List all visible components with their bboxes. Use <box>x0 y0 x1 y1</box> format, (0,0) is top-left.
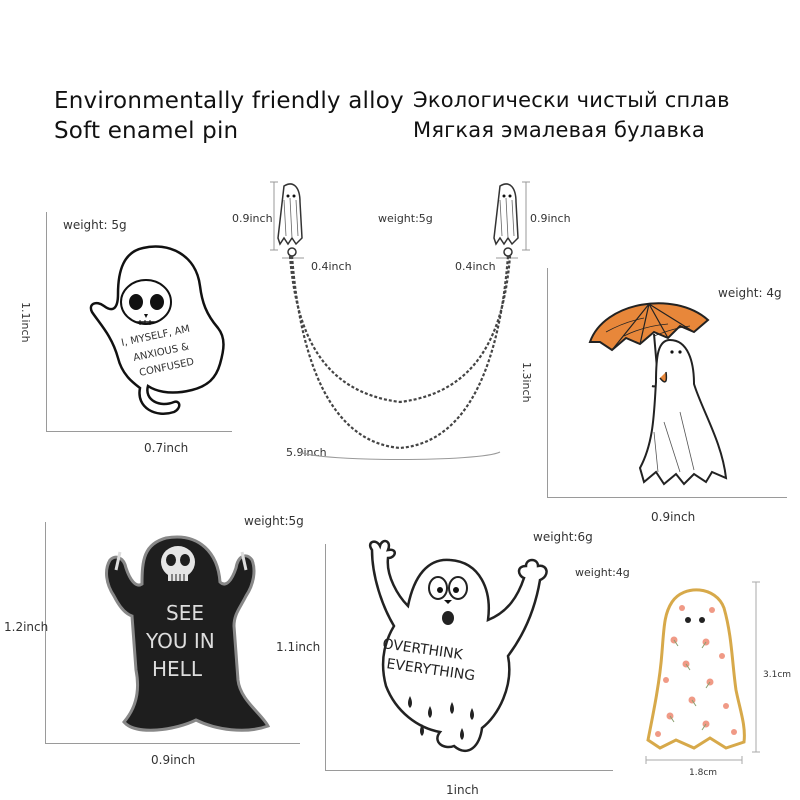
dimension-line-vertical <box>45 522 46 744</box>
header-en-line1: Environmentally friendly alloy <box>54 88 404 114</box>
weight-label: weight:4g <box>575 566 630 579</box>
height-label: 1.1inch <box>276 640 321 654</box>
weight-label: weight:6g <box>533 530 593 544</box>
umbrella-ghost-pin <box>584 292 734 492</box>
chain-ghosts-pin <box>260 180 550 470</box>
width-label: 0.9inch <box>651 510 696 524</box>
height-label: 1.1inch <box>19 302 32 343</box>
width-label: 1inch <box>446 783 479 797</box>
width-right-label: 0.4inch <box>455 260 496 273</box>
dimension-line-vertical <box>547 268 548 498</box>
width-label: 1.8cm <box>689 768 718 778</box>
anxious-ghost-pin: I, MYSELF, AM ANXIOUS & CONFUSED <box>88 240 228 420</box>
header-en-line2: Soft enamel pin <box>54 118 239 144</box>
dimension-line-vertical <box>46 212 47 432</box>
dimension-line-horizontal <box>46 431 232 432</box>
height-label: 3.1cm <box>763 670 792 680</box>
height-label: 1.3inch <box>520 362 533 403</box>
weight-label: weight:5g <box>244 514 304 528</box>
weight-label: weight: 5g <box>63 218 127 232</box>
height-right-label: 0.9inch <box>530 212 571 225</box>
hell-ghost-pin: SEE YOU IN HELL <box>96 530 276 736</box>
header-ru-line2: Мягкая эмалевая булавка <box>413 118 705 142</box>
width-label: 0.7inch <box>144 441 189 455</box>
height-left-label: 0.9inch <box>232 212 273 225</box>
height-label: 1.2inch <box>4 620 49 634</box>
header-ru-line1: Экологически чистый сплав <box>413 88 730 112</box>
dimension-line-horizontal <box>547 497 787 498</box>
dimension-line-horizontal <box>45 743 300 744</box>
dimension-line-horizontal <box>325 770 613 771</box>
overthink-ghost-pin: OVERTHINK EVERYTHING <box>358 536 588 762</box>
pin-text-line2: YOU IN <box>145 629 215 653</box>
width-label: 0.9inch <box>151 753 196 767</box>
pin-text-line3: HELL <box>152 657 203 681</box>
weight-label: weight: 4g <box>718 286 782 300</box>
pin-text-line1: SEE <box>166 601 204 625</box>
flower-ghost-pin <box>636 580 776 766</box>
dimension-line-vertical <box>325 544 326 771</box>
weight-label: weight:5g <box>378 212 433 225</box>
width-left-label: 0.4inch <box>311 260 352 273</box>
